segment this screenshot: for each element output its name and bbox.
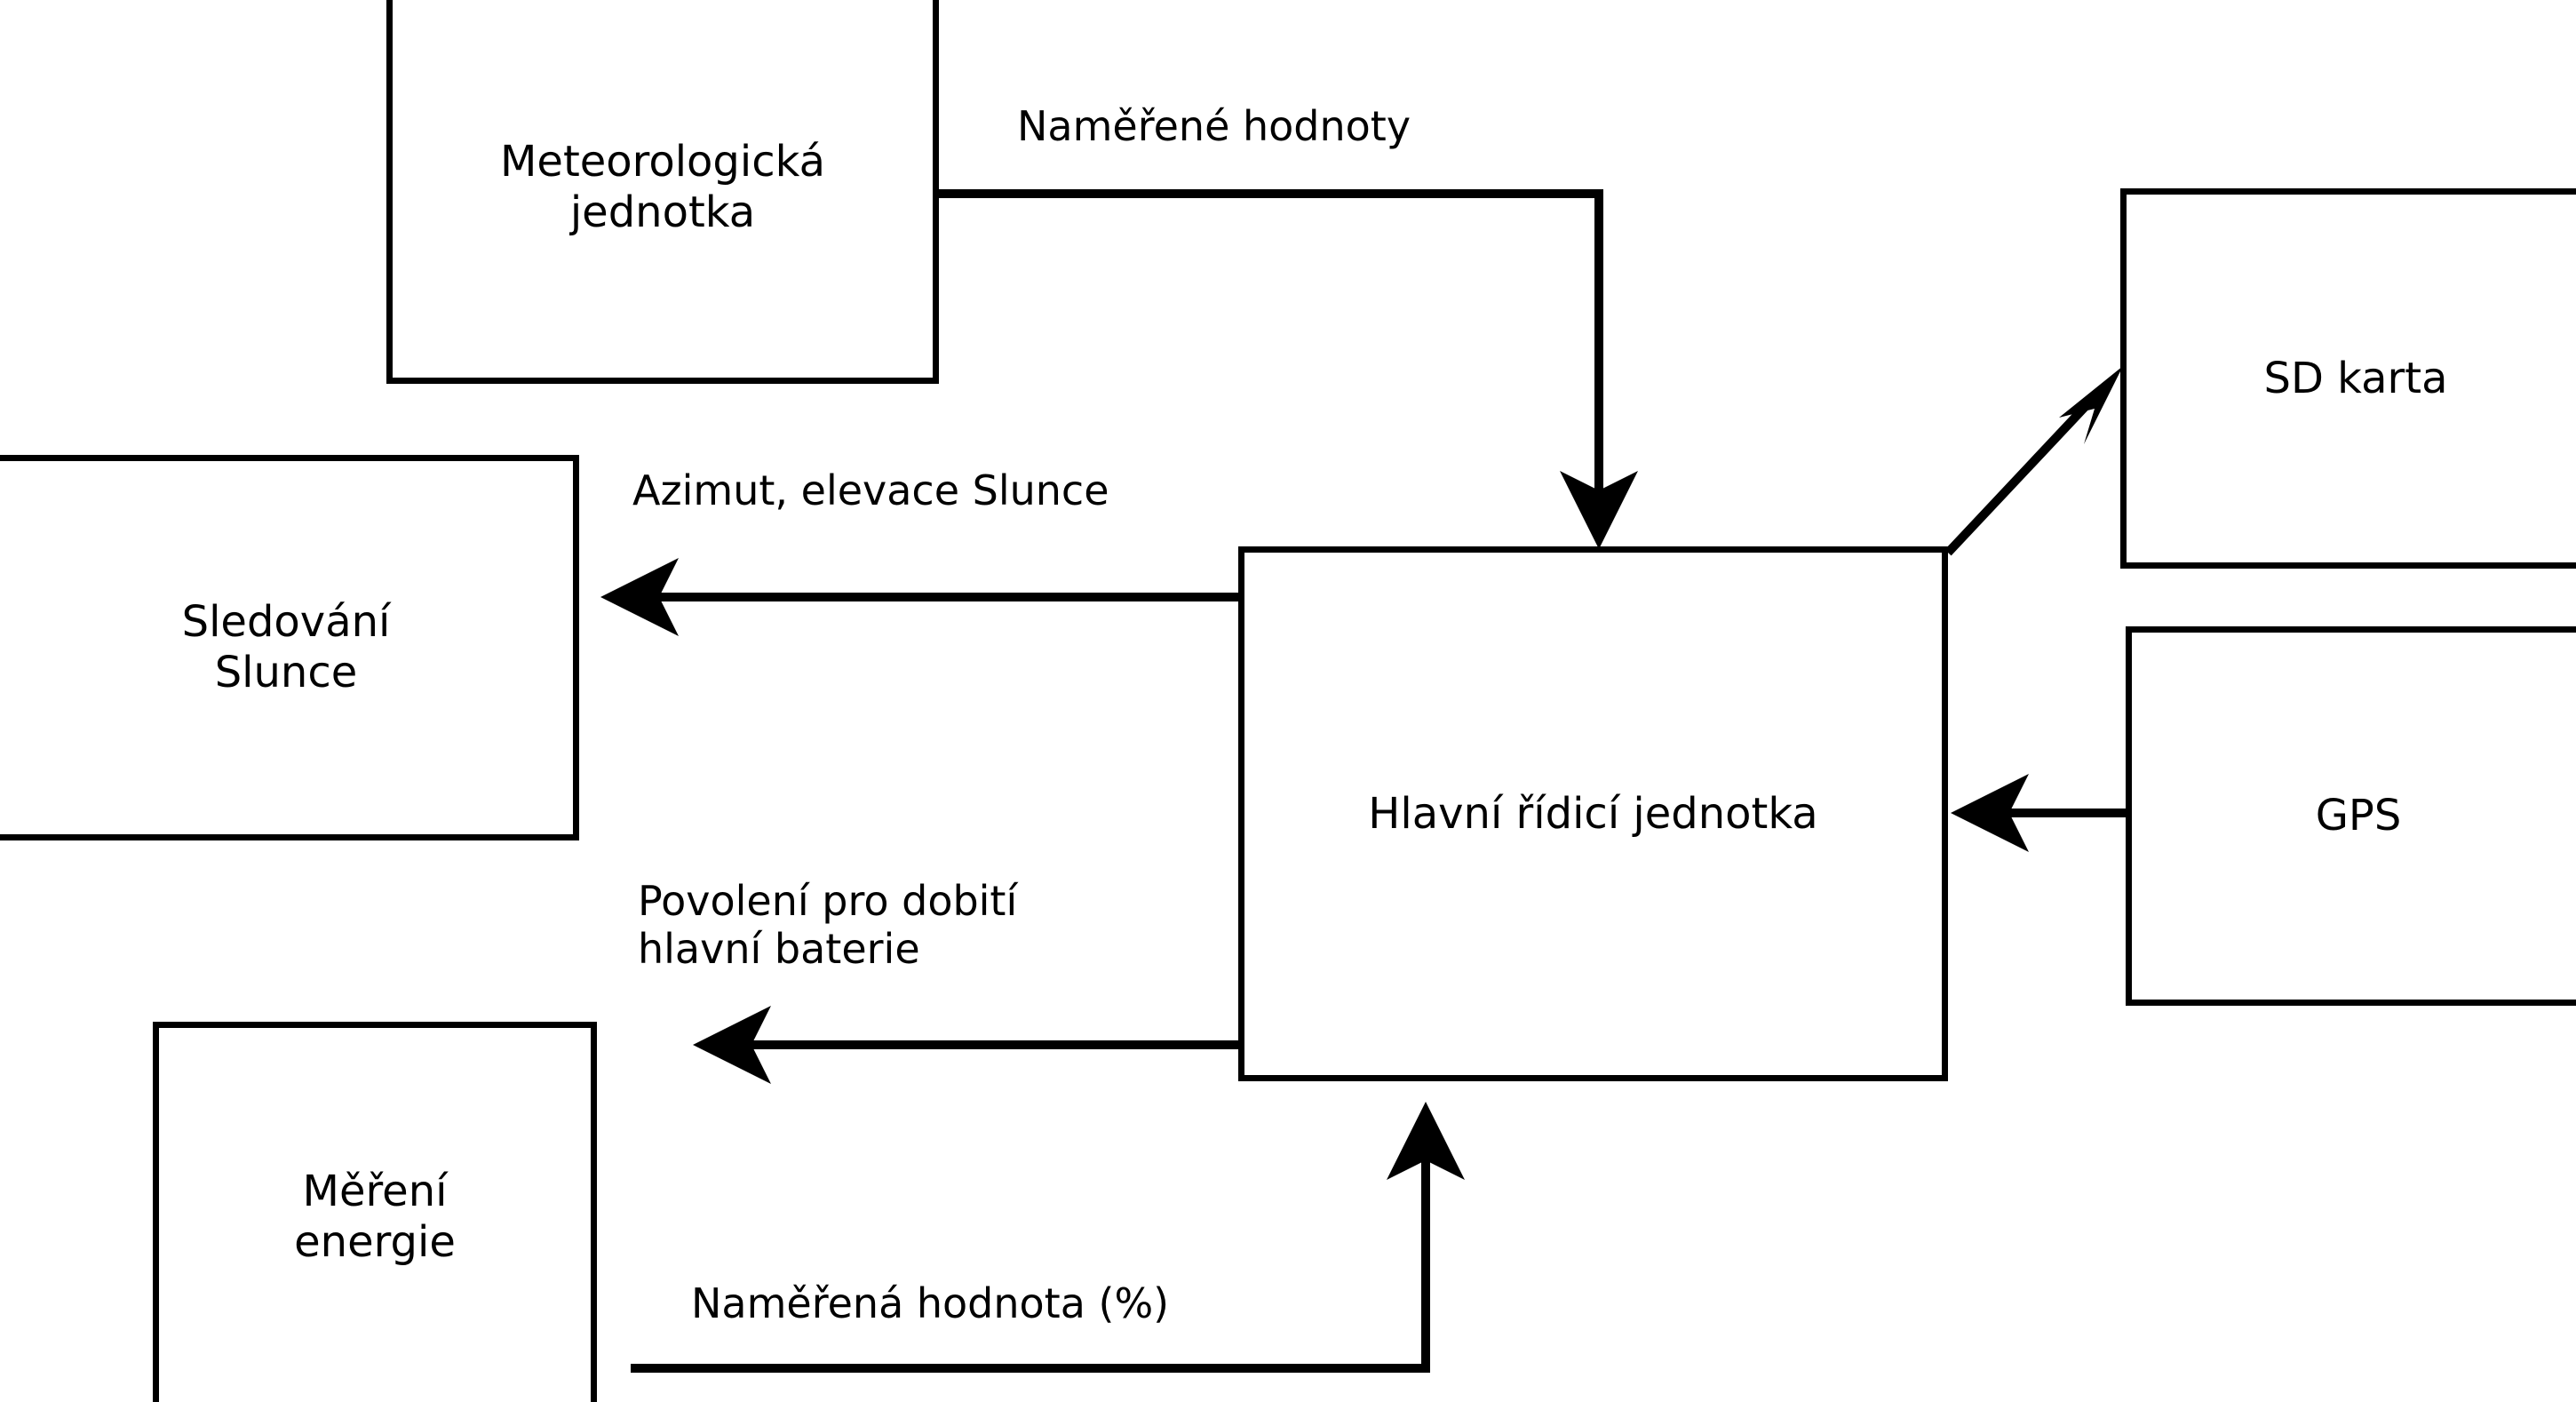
edge-label-povoleni-pro-dobiti: Povolení pro dobití hlavní baterie <box>638 877 1018 974</box>
connector-meteo-to-main <box>939 189 1638 549</box>
edge-label-namerene-hodnoty: Naměřené hodnoty <box>1017 102 1411 150</box>
node-sd-karta[interactable]: SD karta <box>2120 188 2576 569</box>
node-label: SD karta <box>2263 353 2448 403</box>
connector-main-to-sun-tracking <box>600 558 1238 636</box>
node-mereni-energie[interactable]: Měření energie <box>153 1022 597 1402</box>
node-label: Meteorologická jednotka <box>500 137 825 237</box>
edge-label-azimut-elevace-slunce: Azimut, elevace Slunce <box>632 466 1109 514</box>
connector-energy-to-main <box>631 1102 1465 1373</box>
node-meteorologicka-jednotka[interactable]: Meteorologická jednotka <box>386 0 939 384</box>
connector-gps-to-main <box>1951 774 2126 852</box>
node-hlavni-ridici-jednotka[interactable]: Hlavní řídicí jednotka <box>1238 546 1948 1081</box>
node-gps[interactable]: GPS <box>2126 626 2576 1006</box>
connector-main-to-sd-card <box>1944 366 2123 556</box>
node-sledovani-slunce[interactable]: Sledování Slunce <box>0 455 579 840</box>
connector-main-to-energy <box>693 1006 1238 1084</box>
node-label: GPS <box>2315 791 2402 841</box>
node-label: Měření energie <box>294 1167 456 1267</box>
edge-label-namerena-hodnota-procent: Naměřená hodnota (%) <box>691 1279 1170 1327</box>
node-label: Hlavní řídicí jednotka <box>1368 788 1818 839</box>
node-label: Sledování Slunce <box>181 597 391 697</box>
